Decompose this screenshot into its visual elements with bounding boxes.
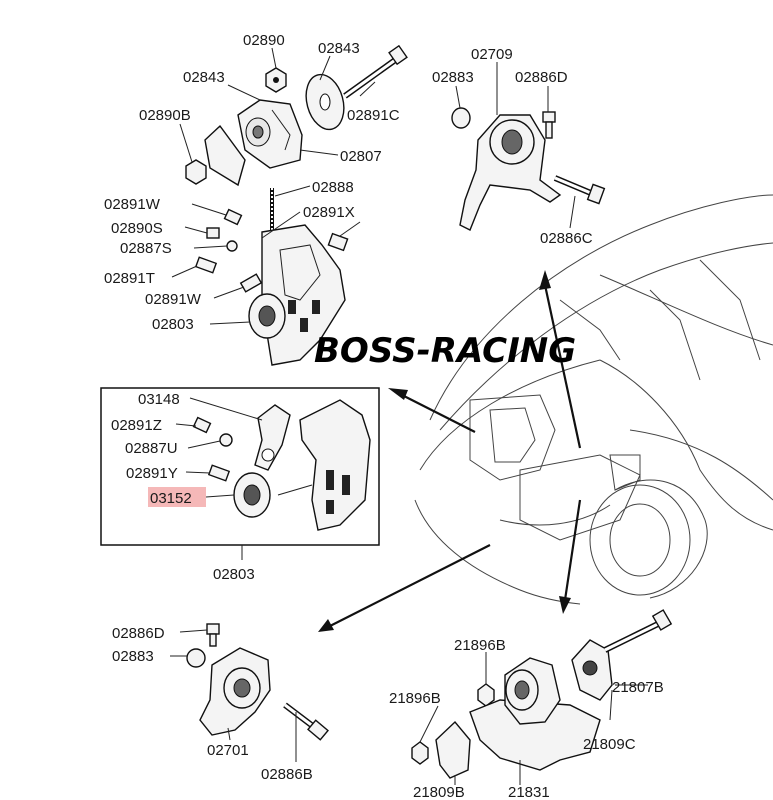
label-02891T: 02891T (104, 270, 155, 287)
label-02891W: 02891W (104, 196, 161, 213)
label-21896B: 21896B (389, 690, 441, 707)
label-02887U: 02887U (125, 440, 178, 457)
label-02891X: 02891X (303, 204, 355, 221)
label-02883: 02883 (112, 648, 154, 665)
label-21809B: 21809B (413, 784, 465, 800)
bottom-right-mount-21831 (411, 609, 673, 779)
top-left-mount-assembly (185, 44, 408, 366)
label-02807: 02807 (340, 148, 382, 165)
label-02843: 02843 (183, 69, 225, 86)
label-02891Z: 02891Z (111, 417, 162, 434)
label-21809C: 21809C (583, 736, 636, 753)
detail-box (100, 387, 380, 546)
label-02891W: 02891W (145, 291, 202, 308)
label-02891C: 02891C (347, 107, 400, 124)
part-labels: 02890 02843 02843 02890B 02891C 02807 02… (104, 32, 664, 800)
leader-lines-bottom-left (170, 629, 297, 762)
pointer-arrows (318, 270, 582, 632)
bottom-left-mount-02701 (186, 623, 329, 741)
label-02886D: 02886D (515, 69, 568, 86)
label-02701: 02701 (207, 742, 249, 759)
label-02803: 02803 (213, 566, 255, 583)
label-03148: 03148 (138, 391, 180, 408)
label-03152: 03152 (150, 490, 192, 507)
car-body-outline (414, 194, 773, 605)
leader-lines-top-right (455, 62, 576, 229)
label-02891Y: 02891Y (126, 465, 178, 482)
leader-lines-top-left (171, 47, 376, 325)
label-02709: 02709 (471, 46, 513, 63)
label-02843: 02843 (318, 40, 360, 57)
label-02890: 02890 (243, 32, 285, 49)
label-21807B: 21807B (612, 679, 664, 696)
top-right-mount-02709 (451, 107, 606, 231)
watermark-text: BOSS-RACING (314, 331, 576, 371)
label-02888: 02888 (312, 179, 354, 196)
label-02883: 02883 (432, 69, 474, 86)
label-02890B: 02890B (139, 107, 191, 124)
label-02886D: 02886D (112, 625, 165, 642)
label-21896B: 21896B (454, 637, 506, 654)
label-02886B: 02886B (261, 766, 313, 783)
label-21831: 21831 (508, 784, 550, 800)
label-02886C: 02886C (540, 230, 593, 247)
label-02803: 02803 (152, 316, 194, 333)
leader-lines-bottom-right (419, 652, 648, 785)
label-02887S: 02887S (120, 240, 172, 257)
label-02890S: 02890S (111, 220, 163, 237)
leader-lines-box (175, 397, 313, 560)
highlight-03152 (148, 487, 206, 507)
